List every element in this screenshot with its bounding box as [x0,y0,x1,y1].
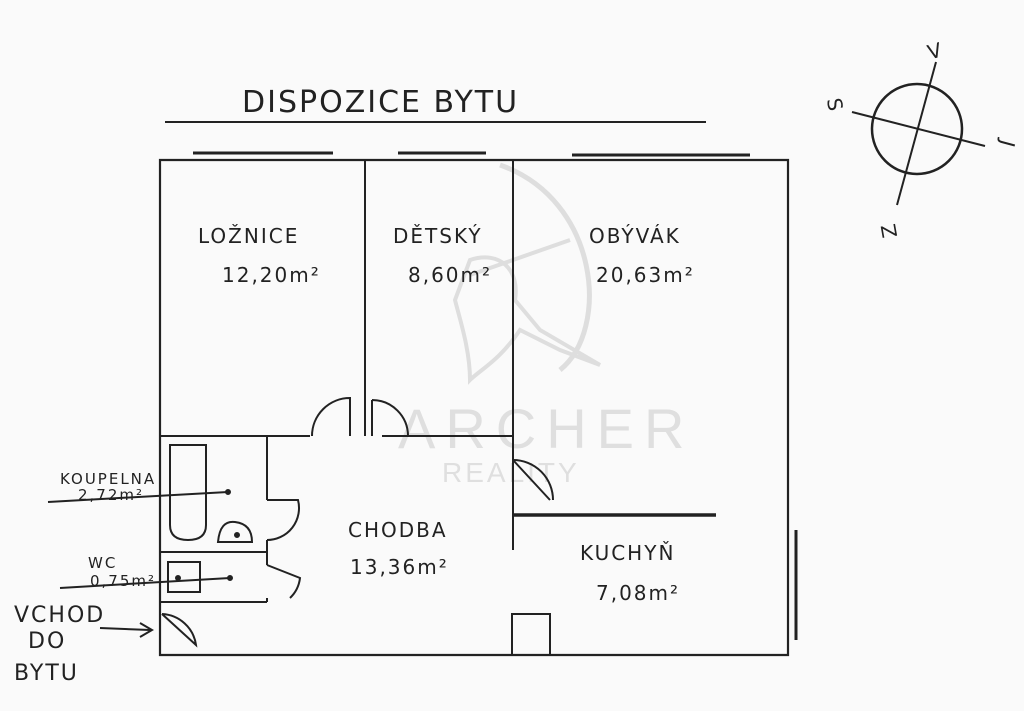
entrance-line2: DO [28,629,66,654]
room-name-detsky: DĚTSKÝ [393,224,483,248]
room-area-kuchyn: 7,08m² [596,581,680,605]
room-area-obyvak: 20,63m² [596,263,695,287]
fixtures [167,444,551,656]
compass-label-j: J [995,136,1021,152]
room-area-detsky: 8,60m² [408,263,492,287]
entrance-arrow-icon [99,622,154,638]
room-name-kuchyn: KUCHYŇ [580,541,675,565]
room-name-koupelna: KOUPELNA [60,470,156,488]
room-area-wc: 0,75m² [90,572,156,590]
compass-label-z: Z [876,220,902,240]
entrance-line3: BYTU [14,661,79,686]
compass: S V J Z [822,37,1020,240]
toilet-icon [167,561,201,593]
entrance-label: VCHOD DO BYTU [14,603,105,686]
outer-walls [158,158,790,657]
room-name-wc: WC [88,554,117,572]
watermark-brand: ARCHER [398,397,694,460]
sink-icon [216,520,254,543]
door-obyvak [512,459,554,501]
door-wc [266,564,302,599]
windows-top [193,151,750,157]
leaders [47,491,231,589]
compass-axis-vz [896,61,937,206]
door-koupelna [266,499,301,541]
compass-label-v: V [925,37,946,64]
room-name-chodba: CHODBA [348,518,448,542]
door-detsky [371,399,409,437]
room-area-chodba: 13,36m² [350,555,449,579]
bathtub-icon [169,444,207,542]
archer-arrow-icon [469,238,571,277]
room-area-loznice: 12,20m² [222,263,321,287]
watermark-sub: REALITY [442,457,580,488]
doors [161,396,554,648]
door-entrance [161,613,198,648]
compass-circle-icon [870,82,964,176]
kitchen-cabinet-icon [511,613,551,656]
interior-walls [160,160,716,603]
room-area-koupelna: 2,72m² [78,486,144,504]
compass-label-s: S [822,96,848,115]
entrance-line1: VCHOD [14,603,105,628]
door-loznice [311,396,351,437]
archer-figure-icon [452,255,602,385]
room-name-obyvak: OBÝVÁK [589,224,681,248]
room-labels: LOŽNICE 12,20m² DĚTSKÝ 8,60m² OBÝVÁK 20,… [60,224,695,605]
archer-watermark: ARCHER REALITY [398,162,694,488]
room-name-loznice: LOŽNICE [198,224,299,248]
page-title: DISPOZICE BYTU [242,85,519,120]
